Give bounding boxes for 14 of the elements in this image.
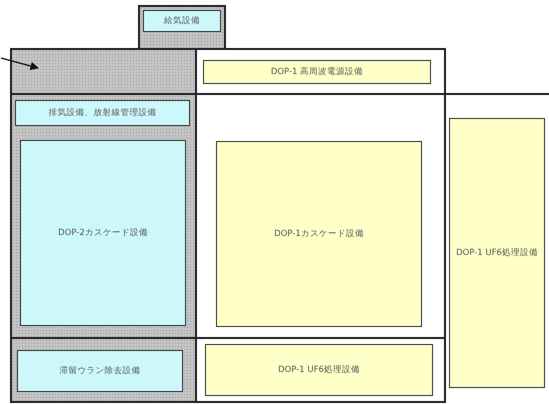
hatched-area [10,48,197,95]
equipment-box: DOP-1 UF6処理設備 [449,118,545,388]
room-box [10,93,197,339]
arrow [0,57,39,70]
equipment-box: 給気設備 [143,10,221,32]
room-box [195,337,446,403]
equipment-box: 排気設備、放射線管理設備 [15,100,190,126]
equipment-box: DOP-2カスケード設備 [20,140,186,326]
cabinet-box [138,5,226,50]
equipment-box: DOP-1 高周波電源設備 [203,60,431,84]
equipment-box: 滞留ウラン除去設備 [17,350,183,392]
equipment-box: DOP-1カスケード設備 [216,141,422,327]
equipment-box: DOP-1 UF6処理設備 [205,344,433,396]
room-box [10,337,197,403]
